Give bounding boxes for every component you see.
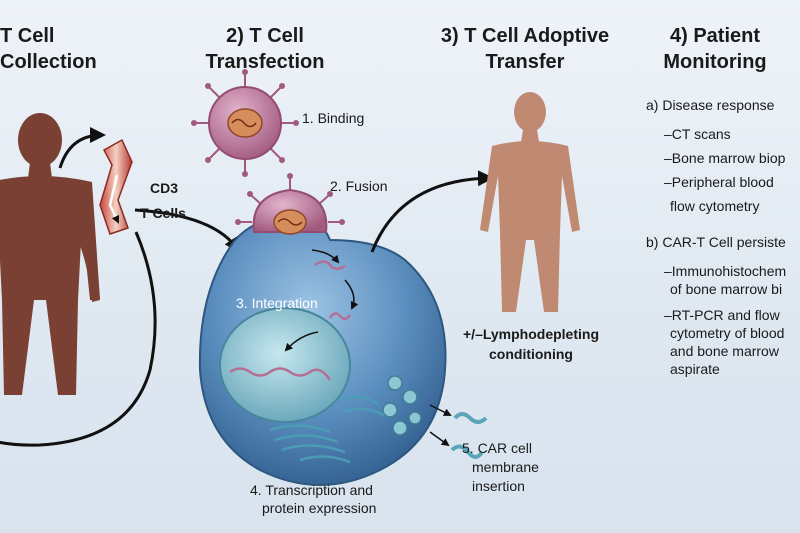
monitoring-b-item: cytometry of blood: [670, 325, 785, 341]
label-car-line3: insertion: [472, 478, 525, 494]
er-folds-icon: [269, 395, 386, 464]
label-car-line2: membrane: [472, 459, 539, 475]
label-binding: 1. Binding: [302, 110, 365, 126]
dna-strand-icon: [229, 367, 332, 381]
monitoring-b-item: aspirate: [670, 361, 720, 377]
virus-fusion-icon: [235, 173, 345, 235]
heading-collection-line2: Collection: [0, 51, 97, 73]
monitoring-a-title: a) Disease response: [646, 97, 775, 113]
label-cd3: CD3: [150, 180, 179, 196]
label-lympho-line1: +/–Lymphodepleting: [463, 326, 599, 342]
heading-monitoring-line2: Monitoring: [663, 51, 767, 73]
label-car-line1: 5. CAR cell: [462, 440, 533, 456]
label-lympho-line2: conditioning: [489, 346, 573, 362]
monitoring-a-item: flow cytometry: [670, 198, 760, 214]
transfer-arrow: [370, 170, 494, 253]
label-integration: 3. Integration: [236, 295, 318, 311]
heading-transfer-line1: 3) T Cell Adoptive: [440, 25, 610, 47]
monitoring-a-item: –Bone marrow biop: [664, 150, 786, 166]
heading-transfection-line1: 2) T Cell: [226, 25, 304, 47]
monitoring-a-item: –Peripheral blood: [664, 174, 774, 190]
label-t-cells: T Cells: [140, 205, 186, 221]
patient-silhouette-icon: [0, 113, 100, 395]
label-transcription-line2: protein expression: [262, 500, 377, 516]
virus-binding-icon: [191, 69, 299, 177]
collection-arrow: [58, 127, 106, 169]
blood-tube-icon: [99, 138, 133, 235]
vesicles-icon: [382, 375, 422, 436]
label-transcription-line1: 4. Transcription and: [250, 482, 373, 498]
monitoring-b-item: –RT-PCR and flow: [664, 307, 780, 323]
monitoring-b-item: –Immunohistochem: [664, 263, 787, 279]
label-fusion: 2. Fusion: [330, 178, 388, 194]
t-cell-icon: [198, 213, 488, 486]
monitoring-b-title: b) CAR-T Cell persiste: [646, 234, 786, 250]
monitoring-b-item: of bone marrow bi: [670, 281, 783, 297]
recipient-silhouette-icon: [480, 92, 580, 312]
nucleus-icon: [219, 307, 351, 423]
heading-monitoring-line1: 4) Patient: [669, 25, 761, 47]
heading-transfer-line2: Transfer: [485, 51, 565, 73]
heading-transfection-line2: Transfection: [205, 51, 325, 73]
return-loop-arrow: [0, 231, 157, 447]
monitoring-b-item: and bone marrow: [670, 343, 779, 359]
heading-collection-line1: T Cell: [0, 25, 55, 47]
monitoring-a-item: –CT scans: [664, 126, 731, 142]
